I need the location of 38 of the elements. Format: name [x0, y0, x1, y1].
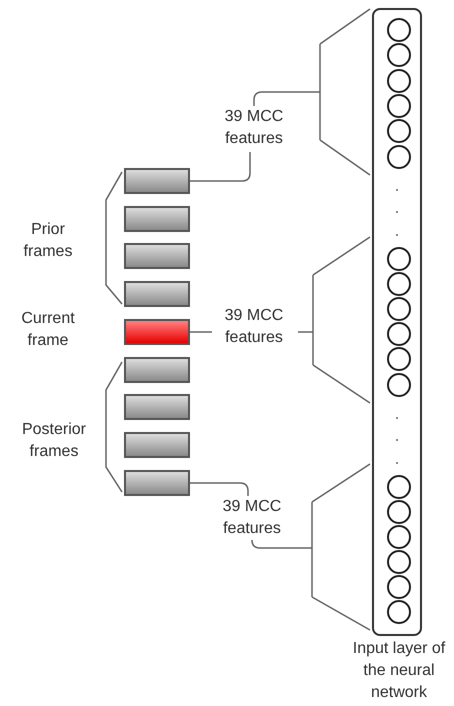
neuron-circle: [387, 575, 411, 599]
feature-count-label: 39 MCC features: [212, 496, 292, 542]
neuron-circle: [387, 373, 411, 397]
group-label: Current frame: [20, 309, 76, 351]
feature-count-label: 39 MCC features: [214, 106, 294, 152]
neuron-circle: [387, 94, 411, 118]
neuron-circle: [387, 347, 411, 371]
neuron-circle: [387, 550, 411, 574]
neuron-circle: [387, 272, 411, 296]
frame-box: [124, 357, 190, 383]
neuron-circle: [387, 525, 411, 549]
group-label: Posterior frames: [20, 420, 88, 462]
neuron-circle: [387, 322, 411, 346]
connector-line: [190, 331, 212, 333]
neuron-circle: [387, 18, 411, 42]
connector-line: [297, 236, 371, 404]
frame-box: [124, 243, 190, 269]
neuron-circle: [387, 500, 411, 524]
neuron-circle: [387, 475, 411, 499]
connector-line: [190, 152, 251, 182]
group-label: Prior frames: [22, 220, 74, 262]
frame-box: [124, 206, 190, 232]
frame-box: [124, 319, 190, 345]
frame-box: [124, 281, 190, 307]
frame-box: [124, 470, 190, 496]
connector-line: [251, 463, 371, 631]
neuron-circle: [387, 297, 411, 321]
neuron-circle: [387, 247, 411, 271]
neuron-circle: [387, 145, 411, 169]
neuron-circle: [387, 43, 411, 67]
frame-box: [124, 168, 190, 194]
feature-count-label: 39 MCC features: [214, 305, 294, 351]
layer-caption: Input layer of the neural network: [352, 639, 446, 703]
frame-box: [124, 394, 190, 420]
neuron-circle: [387, 69, 411, 93]
frame-box: [124, 432, 190, 458]
neuron-circle: [387, 600, 411, 624]
neuron-circle: [387, 119, 411, 143]
